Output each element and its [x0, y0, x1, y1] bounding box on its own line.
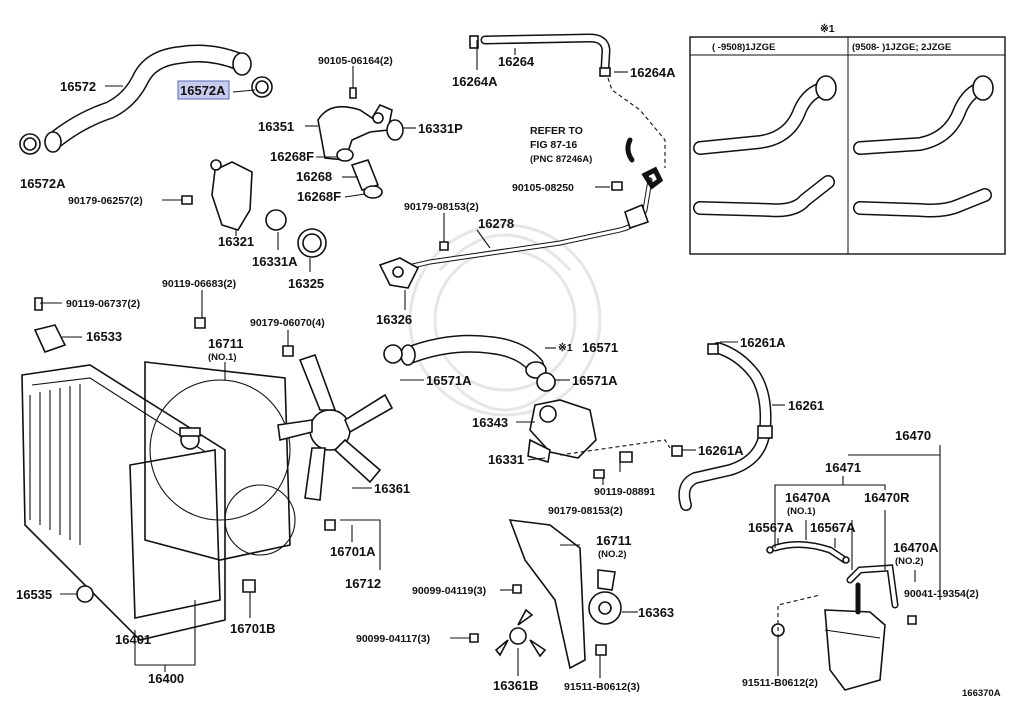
- part-label-90179-06257[interactable]: 90179-06257(2): [68, 195, 143, 207]
- part-label-16572A-highlighted[interactable]: 16572A: [180, 83, 226, 98]
- inset-box: [689, 36, 1006, 255]
- part-label-16261[interactable]: 16261: [788, 398, 824, 413]
- part-label-90179-08153-2[interactable]: 90179-08153(2): [548, 505, 623, 517]
- part-label-16268F-2[interactable]: 16268F: [297, 189, 341, 204]
- part-label-90105-06164[interactable]: 90105-06164(2): [318, 55, 393, 67]
- part-label-90179-06070[interactable]: 90179-06070(4): [250, 317, 325, 329]
- part-label-16571[interactable]: 16571: [582, 340, 618, 355]
- upper-radiator-hose: [44, 44, 252, 153]
- part-label-16471[interactable]: 16471: [825, 460, 861, 475]
- part-label-16711[interactable]: 16711: [208, 336, 243, 351]
- part-label-16400[interactable]: 16400: [148, 671, 184, 686]
- part-label-16278[interactable]: 16278: [478, 216, 514, 231]
- part-label-16351[interactable]: 16351: [258, 119, 294, 134]
- part-label-16268[interactable]: 16268: [296, 169, 332, 184]
- part-label-16571A[interactable]: 16571A: [426, 373, 472, 388]
- coolant-reservoir: [766, 541, 917, 691]
- hose-clamp: [19, 76, 273, 155]
- part-label-16567A-2[interactable]: 16567A: [810, 520, 856, 535]
- part-label-91511-B0612-2[interactable]: 91511-B0612(2): [742, 677, 818, 689]
- lower-radiator-hose: [383, 334, 556, 392]
- part-label-16343[interactable]: 16343: [472, 415, 508, 430]
- part-label-16331P[interactable]: 16331P: [418, 121, 463, 136]
- part-label-16470R[interactable]: 16470R: [864, 490, 910, 505]
- bolt-90119: [619, 451, 633, 463]
- water-outlet-assembly: [317, 87, 404, 199]
- part-label-16261A-2[interactable]: 16261A: [698, 443, 744, 458]
- part-label-16401[interactable]: 16401: [115, 632, 151, 647]
- part-label-16470A-sub: (NO.1): [787, 506, 816, 517]
- part-label-90105-08250[interactable]: 90105-08250: [512, 182, 574, 194]
- figure-id: 166370A: [962, 688, 1001, 699]
- inset-col-right: (9508- )1JZGE; 2JZGE: [852, 42, 951, 53]
- part-label-16567A[interactable]: 16567A: [748, 520, 794, 535]
- part-label-90119-06683[interactable]: 90119-06683(2): [162, 278, 236, 290]
- part-label-16535[interactable]: 16535: [16, 587, 52, 602]
- part-label-16321[interactable]: 16321: [218, 234, 254, 249]
- part-label-16712[interactable]: 16712: [345, 576, 381, 591]
- part-label-16711-no2[interactable]: 16711: [596, 533, 631, 548]
- fan-bracket-no2: [469, 519, 622, 670]
- part-label-16701B[interactable]: 16701B: [230, 621, 276, 636]
- bypass-hose-16264: [469, 33, 611, 77]
- part-label-16361[interactable]: 16361: [374, 481, 410, 496]
- part-label-16470A-no2-sub: (NO.2): [895, 556, 924, 567]
- part-label-16571-marker: ※1: [558, 342, 573, 354]
- part-label-16572A[interactable]: 16572A: [20, 176, 66, 191]
- inset-col-left: ( -9508)1JZGE: [712, 42, 775, 53]
- water-inlet-16343: [527, 399, 597, 464]
- highlight-box: [177, 80, 230, 100]
- part-label-90179-08153[interactable]: 90179-08153(2): [404, 201, 479, 213]
- inset-marker: ※1: [820, 23, 835, 35]
- part-label-90119-08891[interactable]: 90119-08891: [594, 486, 655, 498]
- radiator: [21, 364, 256, 641]
- part-label-90041-19354[interactable]: 90041-19354(2): [904, 588, 979, 600]
- part-label-16572[interactable]: 16572: [60, 79, 96, 94]
- bolt-90179: [593, 469, 605, 479]
- part-label-16571A-2[interactable]: 16571A: [572, 373, 618, 388]
- part-label-16268F[interactable]: 16268F: [270, 149, 314, 164]
- part-label-16363[interactable]: 16363: [638, 605, 674, 620]
- part-label-16470[interactable]: 16470: [895, 428, 931, 443]
- cooling-fan: [277, 353, 394, 531]
- water-pipe-16278: [378, 137, 664, 289]
- part-label-90099-04117[interactable]: 90099-04117(3): [356, 633, 430, 645]
- part-label-16533[interactable]: 16533: [86, 329, 122, 344]
- part-label-16325[interactable]: 16325: [288, 276, 324, 291]
- hose-16261: [671, 342, 773, 511]
- part-label-16711-sub: (NO.1): [208, 352, 237, 363]
- dash-guide-2: [559, 439, 671, 456]
- part-label-16326[interactable]: 16326: [376, 312, 412, 327]
- part-label-90119-06737[interactable]: 90119-06737(2): [66, 298, 140, 310]
- part-label-16701A[interactable]: 16701A: [330, 544, 376, 559]
- part-label-16264[interactable]: 16264: [498, 54, 535, 69]
- part-label-16331[interactable]: 16331: [488, 452, 524, 467]
- part-label-16331A[interactable]: 16331A: [252, 254, 298, 269]
- part-label-16361B[interactable]: 16361B: [493, 678, 539, 693]
- dash-guide: [607, 77, 666, 168]
- part-label-16470A[interactable]: 16470A: [785, 490, 831, 505]
- part-label-16711-no2-sub: (NO.2): [598, 549, 627, 560]
- thermostat-housing: [181, 159, 327, 258]
- refer-line1: REFER TO: [530, 125, 583, 137]
- part-label-90099-04119[interactable]: 90099-04119(3): [412, 585, 486, 597]
- part-label-16470A-no2[interactable]: 16470A: [893, 540, 939, 555]
- dash-guide-3: [777, 594, 821, 638]
- part-label-91511-B0612[interactable]: 91511-B0612(3): [564, 681, 640, 693]
- refer-line3: (PNC 87246A): [530, 154, 592, 165]
- leader-lines: [40, 40, 941, 678]
- part-label-16264A-2[interactable]: 16264A: [630, 65, 676, 80]
- part-label-16261A[interactable]: 16261A: [740, 335, 786, 350]
- part-label-16264A[interactable]: 16264A: [452, 74, 498, 89]
- refer-line2: FIG 87-16: [530, 139, 577, 151]
